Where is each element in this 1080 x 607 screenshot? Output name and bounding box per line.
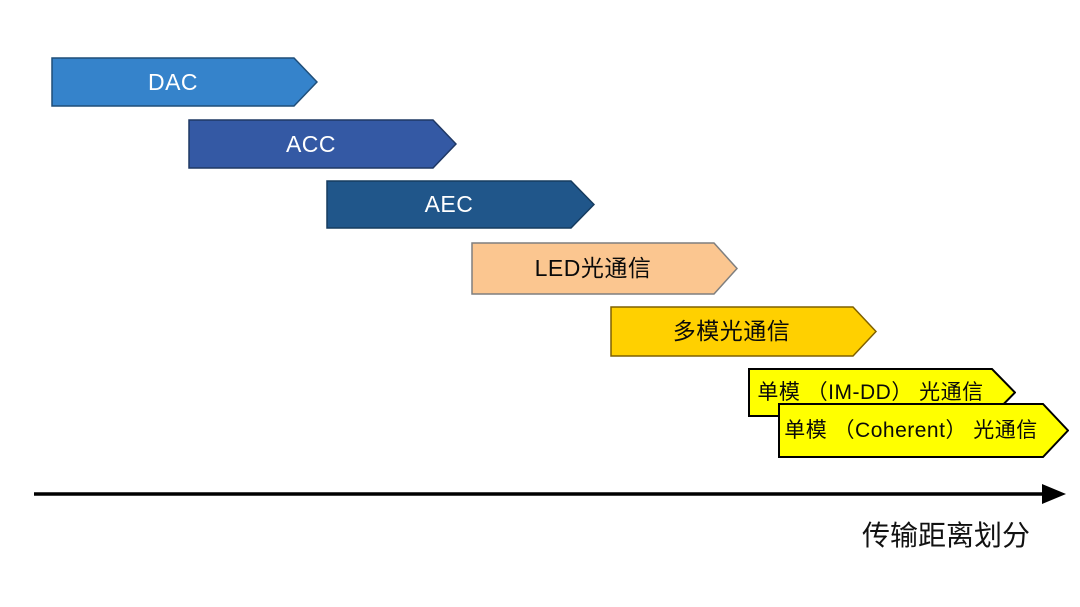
arrow-aec: AEC — [326, 180, 595, 229]
pentagon-arrow-shape — [188, 119, 457, 169]
pentagon-arrow-shape — [51, 57, 318, 107]
pentagon-arrow-shape — [778, 403, 1069, 458]
arrow-aec-label: AEC — [424, 191, 474, 217]
axis-label: 传输距离划分 — [861, 520, 1030, 551]
arrow-singlemode-coherent-optical: 单模 （Coherent） 光通信 — [778, 403, 1069, 458]
arrow-multimode-optical: 多模光通信 — [610, 306, 877, 357]
arrow-multimode-optical-label: 多模光通信 — [672, 318, 791, 344]
arrow-acc-label: ACC — [285, 130, 337, 157]
pentagon-arrow-shape — [326, 180, 595, 229]
arrow-acc: ACC — [188, 119, 457, 169]
arrow-singlemode-imdd-optical-label: 单模 （IM-DD） 光通信 — [757, 381, 984, 404]
arrow-led-optical-label: LED光通信 — [534, 255, 652, 281]
pentagon-arrow-shape — [610, 306, 877, 357]
axis-arrowhead-icon — [1042, 484, 1066, 504]
arrow-dac: DAC — [51, 57, 318, 107]
arrow-dac-label: DAC — [147, 68, 199, 95]
arrow-singlemode-coherent-optical-label: 单模 （Coherent） 光通信 — [784, 419, 1038, 442]
arrow-led-optical: LED光通信 — [471, 242, 738, 295]
pentagon-arrow-shape — [471, 242, 738, 295]
distance-axis-arrow — [28, 478, 1073, 510]
